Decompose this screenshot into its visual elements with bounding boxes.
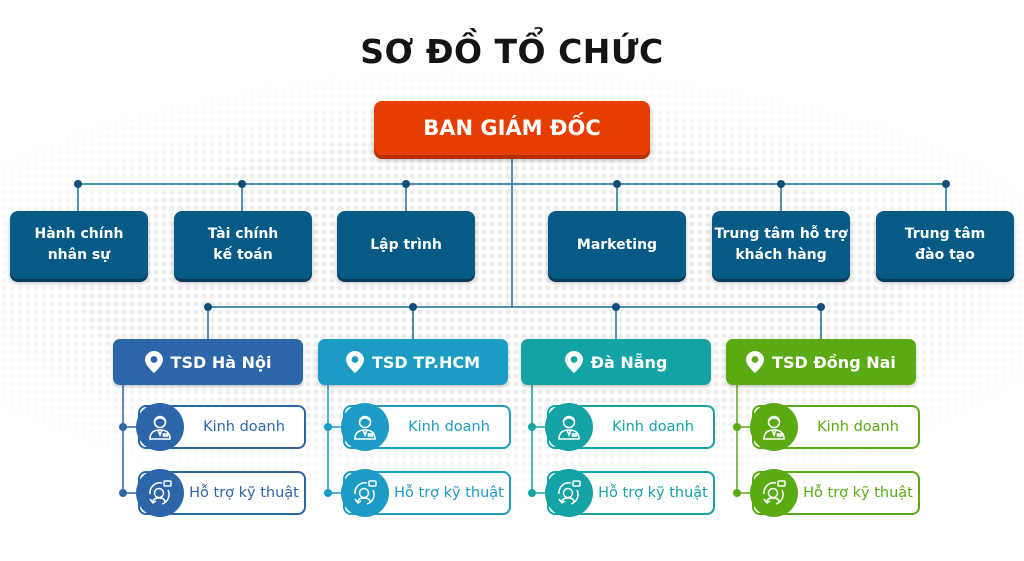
unit-label: Kinh doanh — [203, 419, 285, 435]
branch-tsd-tp-hcm[interactable]: TSD TP.HCM — [318, 339, 508, 385]
connector-dot — [204, 303, 212, 311]
connector-dot — [612, 303, 620, 311]
unit-label: Hỗ trợ kỹ thuật — [189, 485, 299, 501]
department-label: Trung tâm đào tạo — [904, 226, 986, 263]
department-label: Lập trình — [370, 236, 442, 253]
unit-kinh-doanh-dong-nai[interactable]: Kinh doanh — [750, 403, 920, 451]
unit-ho-tro-ky-thuat-da-nang[interactable]: Hỗ trợ kỹ thuật — [545, 469, 715, 517]
salesperson-icon — [136, 403, 184, 451]
department-label: Marketing — [576, 236, 658, 253]
branch-label: Đà Nẵng — [590, 352, 668, 372]
salesperson-icon — [750, 403, 798, 451]
unit-label: Hỗ trợ kỹ thuật — [803, 485, 913, 501]
department-trung-tam-ho-tro-khach-hang[interactable]: Trung tâm hỗ trợ khách hàng — [712, 211, 850, 279]
department-label: Trung tâm hỗ trợ khách hàng — [714, 226, 848, 263]
map-pin-icon — [564, 351, 583, 373]
department-trung-tam-dao-tao[interactable]: Trung tâm đào tạo — [876, 211, 1014, 279]
connector-dot — [528, 423, 536, 431]
connector-dot — [324, 423, 332, 431]
department-hanh-chinh-nhan-su[interactable]: Hành chính nhân sự — [10, 211, 148, 279]
salesperson-icon — [545, 403, 593, 451]
connector-dot — [613, 180, 621, 188]
department-marketing[interactable]: Marketing — [548, 211, 686, 279]
branch-da-nang[interactable]: Đà Nẵng — [521, 339, 711, 385]
support-agent-icon — [545, 469, 593, 517]
connector-dot — [817, 303, 825, 311]
unit-label: Hỗ trợ kỹ thuật — [394, 485, 504, 501]
department-tai-chinh-ke-toan[interactable]: Tài chính kế toán — [174, 211, 312, 279]
salesperson-icon — [341, 403, 389, 451]
map-pin-icon — [144, 351, 163, 373]
map-pin-icon — [345, 351, 364, 373]
connector-dot — [528, 489, 536, 497]
connector-dot — [402, 180, 410, 188]
branch-label: TSD Đồng Nai — [772, 352, 896, 372]
connector-dot — [119, 423, 127, 431]
unit-label: Kinh doanh — [408, 419, 490, 435]
branch-tsd-dong-nai[interactable]: TSD Đồng Nai — [726, 339, 916, 385]
connector-dot — [733, 489, 741, 497]
department-label: Tài chính kế toán — [207, 226, 279, 263]
connector-dot — [777, 180, 785, 188]
page-title: SƠ ĐỒ TỔ CHỨC — [360, 32, 664, 71]
unit-ho-tro-ky-thuat-ha-noi[interactable]: Hỗ trợ kỹ thuật — [136, 469, 306, 517]
unit-ho-tro-ky-thuat-tp-hcm[interactable]: Hỗ trợ kỹ thuật — [341, 469, 511, 517]
connector-dot — [409, 303, 417, 311]
ceo-label: BAN GIÁM ĐỐC — [423, 116, 601, 140]
unit-ho-tro-ky-thuat-dong-nai[interactable]: Hỗ trợ kỹ thuật — [750, 469, 920, 517]
map-pin-icon — [746, 351, 765, 373]
unit-label: Hỗ trợ kỹ thuật — [598, 485, 708, 501]
unit-label: Kinh doanh — [612, 419, 694, 435]
support-agent-icon — [136, 469, 184, 517]
branch-label: TSD Hà Nội — [170, 352, 272, 372]
connector-dot — [324, 489, 332, 497]
connector-dot — [119, 489, 127, 497]
unit-kinh-doanh-da-nang[interactable]: Kinh doanh — [545, 403, 715, 451]
unit-kinh-doanh-tp-hcm[interactable]: Kinh doanh — [341, 403, 511, 451]
support-agent-icon — [750, 469, 798, 517]
connector-dot — [74, 180, 82, 188]
unit-label: Kinh doanh — [817, 419, 899, 435]
branch-tsd-ha-noi[interactable]: TSD Hà Nội — [113, 339, 303, 385]
connector-dot — [942, 180, 950, 188]
unit-kinh-doanh-ha-noi[interactable]: Kinh doanh — [136, 403, 306, 451]
department-label: Hành chính nhân sự — [34, 226, 124, 263]
branch-label: TSD TP.HCM — [371, 352, 481, 372]
connector-dot — [238, 180, 246, 188]
ceo-box[interactable]: BAN GIÁM ĐỐC — [374, 101, 650, 155]
department-lap-trinh[interactable]: Lập trình — [337, 211, 475, 279]
support-agent-icon — [341, 469, 389, 517]
connector-dot — [733, 423, 741, 431]
